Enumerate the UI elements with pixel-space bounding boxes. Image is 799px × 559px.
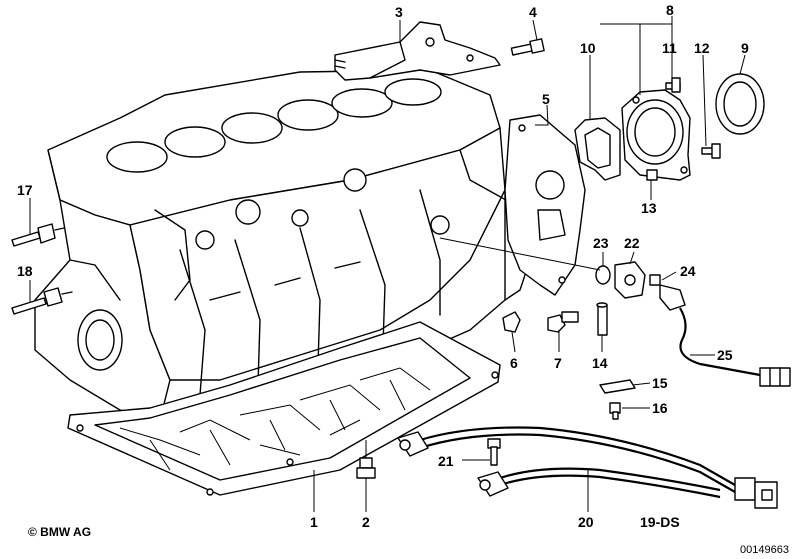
bolt-21 bbox=[487, 438, 501, 466]
oil-pan-gasket bbox=[67, 321, 501, 496]
callout-18: 18 bbox=[17, 263, 33, 279]
callout-20: 20 bbox=[578, 514, 594, 530]
callout-3: 3 bbox=[395, 4, 403, 20]
bracket-15 bbox=[599, 379, 636, 394]
callout-17: 17 bbox=[17, 182, 33, 198]
callout-13: 13 bbox=[641, 200, 657, 216]
bolt-2 bbox=[356, 457, 376, 479]
callout-9: 9 bbox=[741, 40, 749, 56]
callout-12: 12 bbox=[694, 40, 710, 56]
callout-14: 14 bbox=[592, 355, 608, 371]
callout-labels: 1 2 3 4 5 6 7 8 9 10 11 12 13 14 15 16 1… bbox=[17, 2, 749, 530]
callout-23: 23 bbox=[593, 235, 609, 251]
seal-ring-23 bbox=[595, 265, 611, 285]
seal-housing-8 bbox=[621, 89, 691, 181]
engine-block bbox=[34, 69, 531, 421]
copyright: © BMW AG bbox=[28, 525, 91, 539]
callout-6: 6 bbox=[510, 355, 518, 371]
callout-22: 22 bbox=[624, 235, 640, 251]
callout-15: 15 bbox=[652, 375, 668, 391]
callout-19-ds: 19-DS bbox=[640, 514, 680, 530]
plug-6 bbox=[502, 311, 521, 333]
engine-bracket bbox=[334, 21, 501, 81]
screw-plug-7 bbox=[547, 311, 579, 333]
callout-16: 16 bbox=[652, 400, 668, 416]
sensor-cable-25 bbox=[679, 307, 791, 387]
image-number: 00149663 bbox=[740, 544, 789, 556]
sensor-24 bbox=[649, 274, 686, 311]
radial-seal-9 bbox=[715, 73, 765, 135]
callout-2: 2 bbox=[362, 514, 370, 530]
screw-11 bbox=[665, 77, 681, 93]
screw-12 bbox=[701, 143, 721, 159]
knock-sensor-harness bbox=[397, 426, 778, 509]
callout-1: 1 bbox=[310, 514, 318, 530]
stud-18 bbox=[11, 287, 73, 315]
callout-11: 11 bbox=[662, 40, 677, 56]
dowel-13 bbox=[646, 169, 658, 181]
bolt-4 bbox=[510, 38, 545, 56]
seal-housing-gasket-10 bbox=[574, 117, 621, 181]
cover-22 bbox=[614, 261, 646, 299]
leader-lines bbox=[29, 16, 746, 512]
callout-25: 25 bbox=[717, 347, 733, 363]
callout-4: 4 bbox=[529, 4, 537, 20]
callout-21: 21 bbox=[438, 453, 454, 469]
callout-24: 24 bbox=[680, 263, 696, 279]
callout-5: 5 bbox=[542, 91, 550, 107]
stud-17 bbox=[11, 223, 65, 247]
callout-10: 10 bbox=[580, 40, 596, 56]
screw-16 bbox=[609, 402, 621, 420]
timing-gasket bbox=[504, 114, 586, 296]
sleeve-14 bbox=[596, 302, 608, 336]
callout-8: 8 bbox=[666, 2, 674, 18]
callout-7: 7 bbox=[554, 355, 562, 371]
